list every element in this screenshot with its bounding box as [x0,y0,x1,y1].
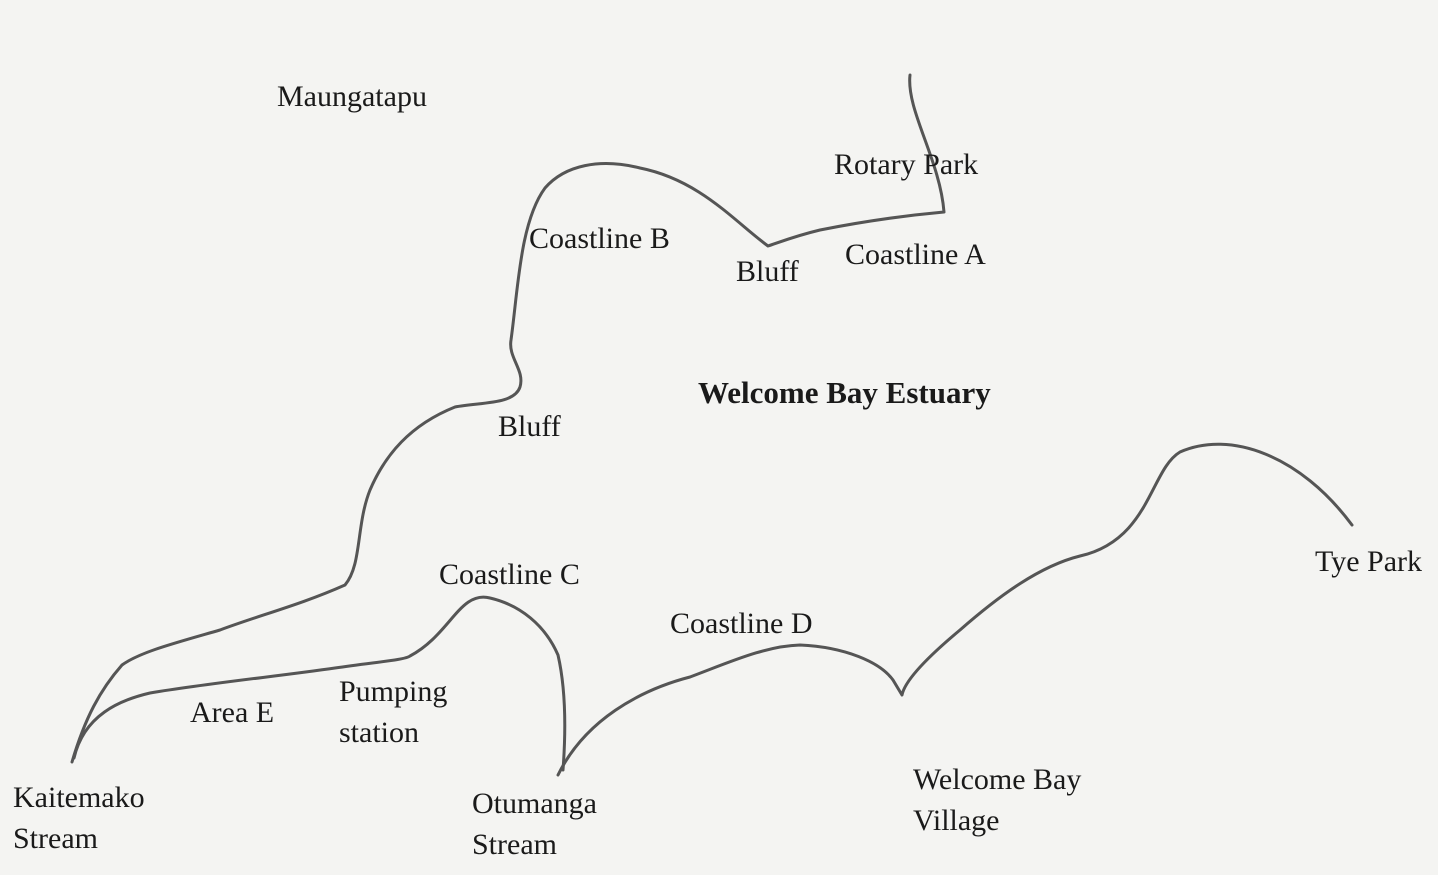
label-kaitemako-stream-line2: Stream [13,822,98,855]
coastline-east-line [556,442,1354,777]
label-bluff-west: Bluff [498,410,561,443]
label-coastline-b: Coastline B [529,222,670,255]
coastline-north-line [70,73,946,764]
label-tye-park: Tye Park [1315,545,1422,578]
label-welcome-bay-estuary: Welcome Bay Estuary [698,375,991,410]
label-welcome-bay-village-line1: Welcome Bay [913,763,1081,796]
label-coastline-c: Coastline C [439,558,580,591]
label-bluff-north: Bluff [736,255,799,288]
label-rotary-park: Rotary Park [834,148,978,181]
label-coastline-a: Coastline A [845,238,986,271]
label-pumping-station-line2: station [339,716,419,749]
label-welcome-bay-village-line2: Village [913,804,1000,837]
label-kaitemako-stream-line1: Kaitemako [13,781,145,814]
label-otumanga-stream-line1: Otumanga [472,787,597,820]
label-pumping-station-line1: Pumping [339,675,447,708]
coastline-area-e-line [72,595,567,772]
label-area-e: Area E [190,696,274,729]
label-maungatapu: Maungatapu [277,80,427,113]
label-otumanga-stream-line2: Stream [472,828,557,861]
label-coastline-d: Coastline D [670,607,813,640]
